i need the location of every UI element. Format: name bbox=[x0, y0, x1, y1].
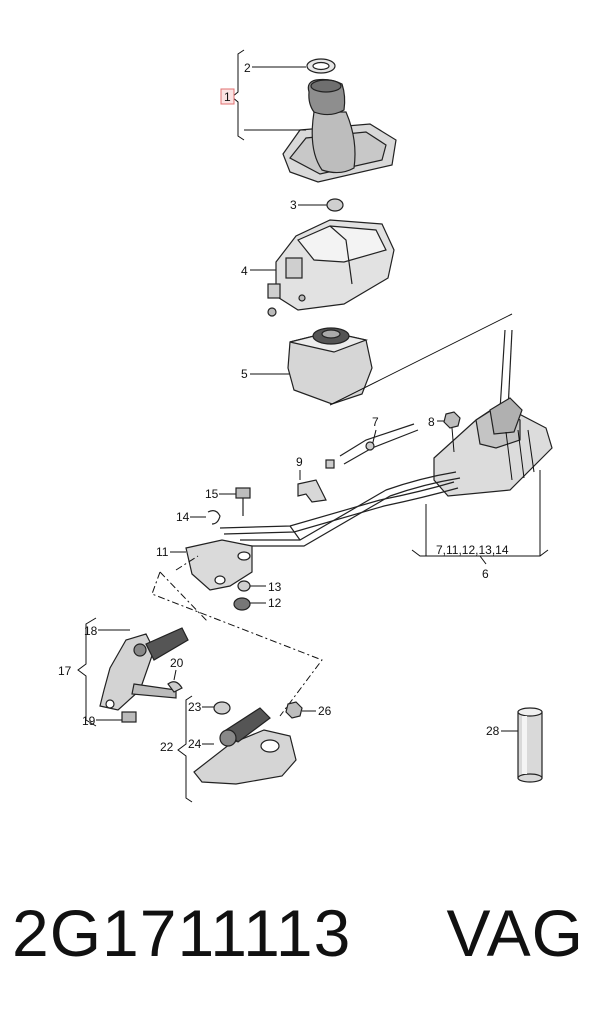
cable-bracket-part bbox=[185, 539, 253, 591]
callout-13[interactable]: 13 bbox=[268, 580, 282, 594]
callout-8[interactable]: 8 bbox=[428, 415, 435, 429]
callout-15[interactable]: 15 bbox=[205, 487, 219, 501]
callout-20[interactable]: 20 bbox=[170, 656, 184, 670]
grease-cylinder-part bbox=[517, 707, 543, 783]
cable-retainer-part bbox=[325, 423, 419, 469]
clip-23-part bbox=[213, 701, 231, 715]
callout-19[interactable]: 19 bbox=[82, 714, 96, 728]
callout-17[interactable]: 17 bbox=[58, 664, 72, 678]
callout-4[interactable]: 4 bbox=[241, 264, 248, 278]
brand-label: VAG bbox=[446, 896, 584, 970]
clip-20-part bbox=[167, 681, 183, 693]
callout-14[interactable]: 14 bbox=[176, 510, 190, 524]
callout-3[interactable]: 3 bbox=[290, 198, 297, 212]
clip-part bbox=[326, 198, 344, 212]
callout-12[interactable]: 12 bbox=[268, 596, 282, 610]
exploded-parts-diagram: 1 2 3 4 5 bbox=[58, 49, 553, 803]
callout-6[interactable]: 6 bbox=[482, 567, 489, 581]
shift-knob-part bbox=[282, 78, 397, 183]
callout-1-highlight[interactable] bbox=[220, 88, 235, 105]
bolt-part bbox=[235, 487, 251, 516]
callout-22[interactable]: 22 bbox=[160, 740, 174, 754]
bracket-part bbox=[297, 479, 327, 503]
relay-lever-part bbox=[193, 707, 297, 785]
callout-23[interactable]: 23 bbox=[188, 700, 202, 714]
part-number: 2G1711113 bbox=[12, 896, 352, 970]
bushing-13-part bbox=[237, 580, 251, 592]
callout-9[interactable]: 9 bbox=[296, 455, 303, 469]
nut-part bbox=[443, 411, 461, 429]
callout-28[interactable]: 28 bbox=[486, 724, 500, 738]
callout-6-group[interactable]: 7,11,12,13,14 bbox=[436, 543, 509, 557]
circlip-part bbox=[207, 510, 221, 525]
callout-18[interactable]: 18 bbox=[84, 624, 98, 638]
callout-24[interactable]: 24 bbox=[188, 737, 202, 751]
shift-cables-part bbox=[219, 471, 461, 547]
callout-5[interactable]: 5 bbox=[241, 367, 248, 381]
selector-lever-part bbox=[99, 627, 189, 723]
callout-7[interactable]: 7 bbox=[372, 415, 379, 429]
lower-housing-part bbox=[287, 327, 373, 405]
nut-26-part bbox=[285, 701, 303, 719]
shifter-mechanism-part bbox=[433, 329, 553, 497]
bushing-12-part bbox=[233, 597, 251, 611]
callout-26[interactable]: 26 bbox=[318, 704, 332, 718]
callout-1[interactable]: 1 bbox=[224, 90, 231, 104]
gate-housing-part bbox=[267, 219, 395, 317]
callout-2[interactable]: 2 bbox=[244, 61, 251, 75]
callout-11[interactable]: 11 bbox=[156, 545, 169, 559]
